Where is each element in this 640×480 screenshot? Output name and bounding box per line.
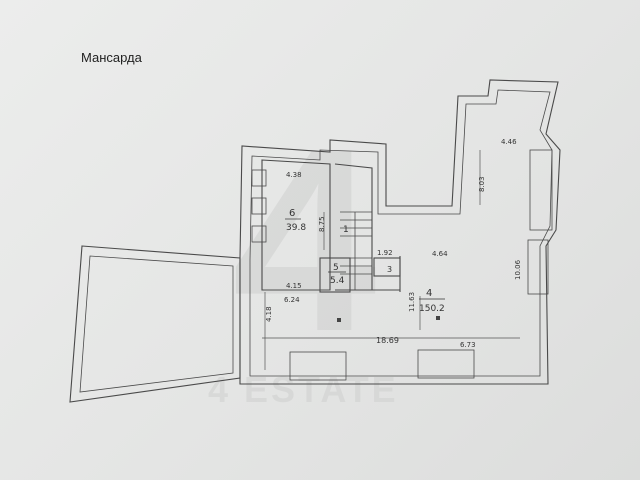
room-4-number: 4 — [426, 288, 432, 299]
dim-label: 8.75 — [318, 216, 326, 232]
watermark-text: 4 ESTATE — [208, 369, 399, 410]
dim-label: 1.92 — [377, 249, 393, 257]
dim-label: 4.64 — [432, 250, 448, 258]
plan-title: Мансарда — [81, 50, 142, 65]
room-5-number: 5 — [333, 263, 339, 273]
dim-label: 8.03 — [478, 176, 486, 192]
dim-label: 6.24 — [284, 296, 300, 304]
outer-wall — [239, 79, 561, 385]
room-4-area: 150.2 — [419, 304, 445, 314]
room-5-area: 5.4 — [330, 276, 345, 286]
dim-label: 4.46 — [501, 138, 517, 146]
dim-label: 18.69 — [376, 336, 399, 345]
dim-label: 10.06 — [514, 259, 522, 280]
dim-label: 11.63 — [408, 292, 416, 312]
dim-label: 4.38 — [286, 171, 302, 179]
dimension-labels: 4.38 8.75 4.15 6.24 4.18 1.92 4.46 8.03 … — [265, 138, 522, 349]
dimension-lines — [262, 150, 520, 370]
room-labels: 6 39.8 5 5.4 4 150.2 1 3 — [285, 208, 445, 314]
room-6-number: 6 — [289, 208, 295, 219]
dim-label: 4.15 — [286, 282, 302, 290]
room-1-number: 1 — [343, 225, 349, 235]
dim-label: 4.18 — [265, 306, 273, 322]
room-6-area: 39.8 — [286, 223, 306, 233]
watermark-logo: 4 — [232, 96, 380, 386]
room-3-number: 3 — [387, 265, 392, 274]
dim-label: 6.73 — [460, 341, 476, 349]
